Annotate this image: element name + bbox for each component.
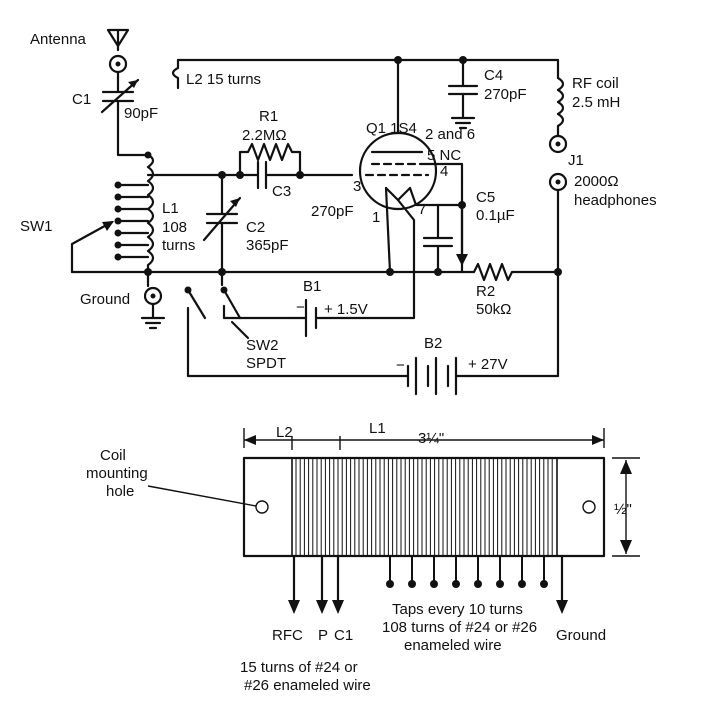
mounting-hole-pointer (147, 485, 257, 507)
taps-line2: 108 turns of #24 or #26 (382, 619, 537, 636)
mounting-hole-line2: mounting (86, 465, 148, 482)
j1-headphone-jack (548, 172, 568, 274)
c4-bypass-capacitor (447, 56, 479, 130)
coil-l2-label: L2 (276, 424, 293, 441)
sw2-label: SW2 (246, 337, 279, 354)
coil-rfc-label: RFC (272, 627, 303, 644)
c5-value: 0.1µF (476, 207, 515, 224)
pin5-label: 5 NC (427, 147, 461, 164)
sw1-label: SW1 (20, 218, 53, 235)
tap-dot (518, 580, 526, 588)
l2-wire-line1: 15 turns of #24 or (240, 659, 358, 676)
c5-label: C5 (476, 189, 495, 206)
pin4-label: 4 (440, 163, 448, 180)
l1-turns-word: turns (162, 237, 195, 254)
coil-taps (386, 556, 548, 588)
pin7-label: 7 (418, 201, 426, 218)
l2-label: L2 15 turns (186, 71, 261, 88)
coil-l1-label: L1 (369, 420, 386, 437)
j1-value: 2000Ω (574, 173, 619, 190)
l1-turns: 108 (162, 219, 187, 236)
c3-label: C3 (272, 183, 291, 200)
c3-value: 270pF (311, 203, 354, 220)
b1-value: + 1.5V (324, 301, 368, 318)
b2-label: B2 (424, 335, 442, 352)
coil-form (242, 456, 606, 558)
tap-dot (430, 580, 438, 588)
coil-length: 3¼" (418, 430, 444, 447)
b1-battery (294, 198, 416, 338)
l1-tapped-coil (114, 151, 155, 274)
coil-p-label: P (318, 627, 328, 644)
antenna-label: Antenna (30, 31, 87, 48)
b1-label: B1 (303, 278, 321, 295)
tap-dot (386, 580, 394, 588)
coil-c1-label: C1 (334, 627, 353, 644)
coil-diameter-dimension (612, 457, 640, 557)
coil-dimension-line (243, 428, 605, 450)
coil-leads (288, 554, 568, 614)
pins-2-6-label: 2 and 6 (425, 126, 475, 143)
j1-label: J1 (568, 152, 584, 169)
taps-line3: enameled wire (404, 637, 502, 654)
b2-battery (406, 356, 468, 396)
rf-choke-coil (548, 76, 568, 154)
r2-label: R2 (476, 283, 495, 300)
r2-potentiometer (456, 176, 562, 378)
tap-dot (452, 580, 460, 588)
coil-windings (295, 459, 553, 555)
b2-value: + 27V (468, 356, 508, 373)
c2-label: C2 (246, 219, 265, 236)
headphones-label: headphones (574, 192, 657, 209)
c4-label: C4 (484, 67, 503, 84)
tap-dot (474, 580, 482, 588)
b2-minus: − (396, 357, 405, 374)
c1-value: 90pF (124, 105, 158, 122)
mounting-hole-line1: Coil (100, 447, 126, 464)
b1-minus: − (296, 299, 305, 316)
pin1-label: 1 (372, 209, 380, 226)
sw2-type: SPDT (246, 355, 286, 372)
antenna-symbol (106, 28, 130, 74)
l1-label: L1 (162, 200, 179, 217)
c4-value: 270pF (484, 86, 527, 103)
r1-value: 2.2MΩ (242, 127, 287, 144)
rf-coil-value: 2.5 mH (572, 94, 620, 111)
c5-capacitor (422, 203, 454, 274)
coil-diameter: ½" (614, 501, 632, 518)
tap-dot (408, 580, 416, 588)
l2-wire-line2: #26 enameled wire (244, 677, 371, 694)
pin3-label: 3 (353, 178, 361, 195)
sw1-tap-switch (70, 220, 114, 274)
tap-dot (540, 580, 548, 588)
ground-label: Ground (80, 291, 130, 308)
taps-line1: Taps every 10 turns (392, 601, 523, 618)
c2-value: 365pF (246, 237, 289, 254)
sw2-spdt-switch (184, 270, 410, 378)
coil-ground-label: Ground (556, 627, 606, 644)
q1-label: Q1 1S4 (366, 120, 417, 137)
mounting-hole-line3: hole (106, 483, 134, 500)
c1-label: C1 (72, 91, 91, 108)
c1-variable-capacitor (100, 70, 150, 157)
rf-coil-label: RF coil (572, 75, 619, 92)
l2-tickler-coil (171, 58, 560, 90)
r1-label: R1 (259, 108, 278, 125)
r2-value: 50kΩ (476, 301, 511, 318)
tap-dot (496, 580, 504, 588)
r1-c3-grid-leak (220, 142, 354, 190)
